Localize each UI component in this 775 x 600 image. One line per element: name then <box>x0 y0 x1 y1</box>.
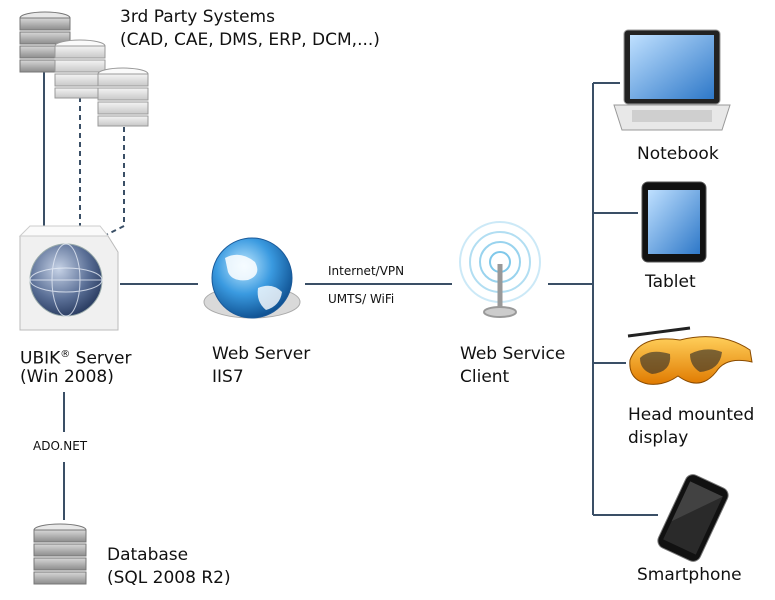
web-service-client-label-2: Client <box>460 367 510 387</box>
smartphone-label: Smartphone <box>637 565 742 585</box>
notebook-label: Notebook <box>637 144 719 164</box>
hmd-label: Head mounted <box>628 405 755 425</box>
web-server-globe-icon <box>203 237 301 319</box>
hmd-label-2: display <box>628 428 689 448</box>
database-stack-icon <box>54 39 106 99</box>
third-party-title: 3rd Party Systems <box>120 7 275 27</box>
notebook-icon <box>613 29 731 131</box>
ado-net-label: ADO.NET <box>33 439 88 453</box>
ubik-server-os: (Win 2008) <box>20 367 114 387</box>
web-server-label: Web Server <box>212 344 311 364</box>
database-version: (SQL 2008 R2) <box>107 568 231 588</box>
connector-3rdparty-3 <box>99 127 125 239</box>
registered-mark: ® <box>60 349 71 360</box>
third-party-subtitle: (CAD, CAE, DMS, ERP, DCM,...) <box>120 30 380 50</box>
web-service-client-label: Web Service <box>460 344 566 364</box>
head-mounted-display-icon <box>627 326 753 385</box>
web-server-iis: IIS7 <box>212 367 244 387</box>
ubik-name: UBIK <box>20 348 61 369</box>
tablet-icon <box>641 181 707 263</box>
tablet-label: Tablet <box>645 272 696 292</box>
database-icon <box>33 523 87 585</box>
ubik-server-label: UBIK® Server <box>20 343 131 371</box>
connection-bottom-label: UMTS/ WiFi <box>328 292 395 306</box>
wireless-antenna-icon <box>459 221 541 318</box>
ubik-suffix: Server <box>70 348 132 369</box>
connectors <box>43 70 658 520</box>
database-label: Database <box>107 545 189 565</box>
smartphone-icon <box>657 474 729 562</box>
connection-top-label: Internet/VPN <box>328 264 405 278</box>
database-stack-icon <box>97 67 149 127</box>
ubik-server-icon <box>18 225 119 331</box>
